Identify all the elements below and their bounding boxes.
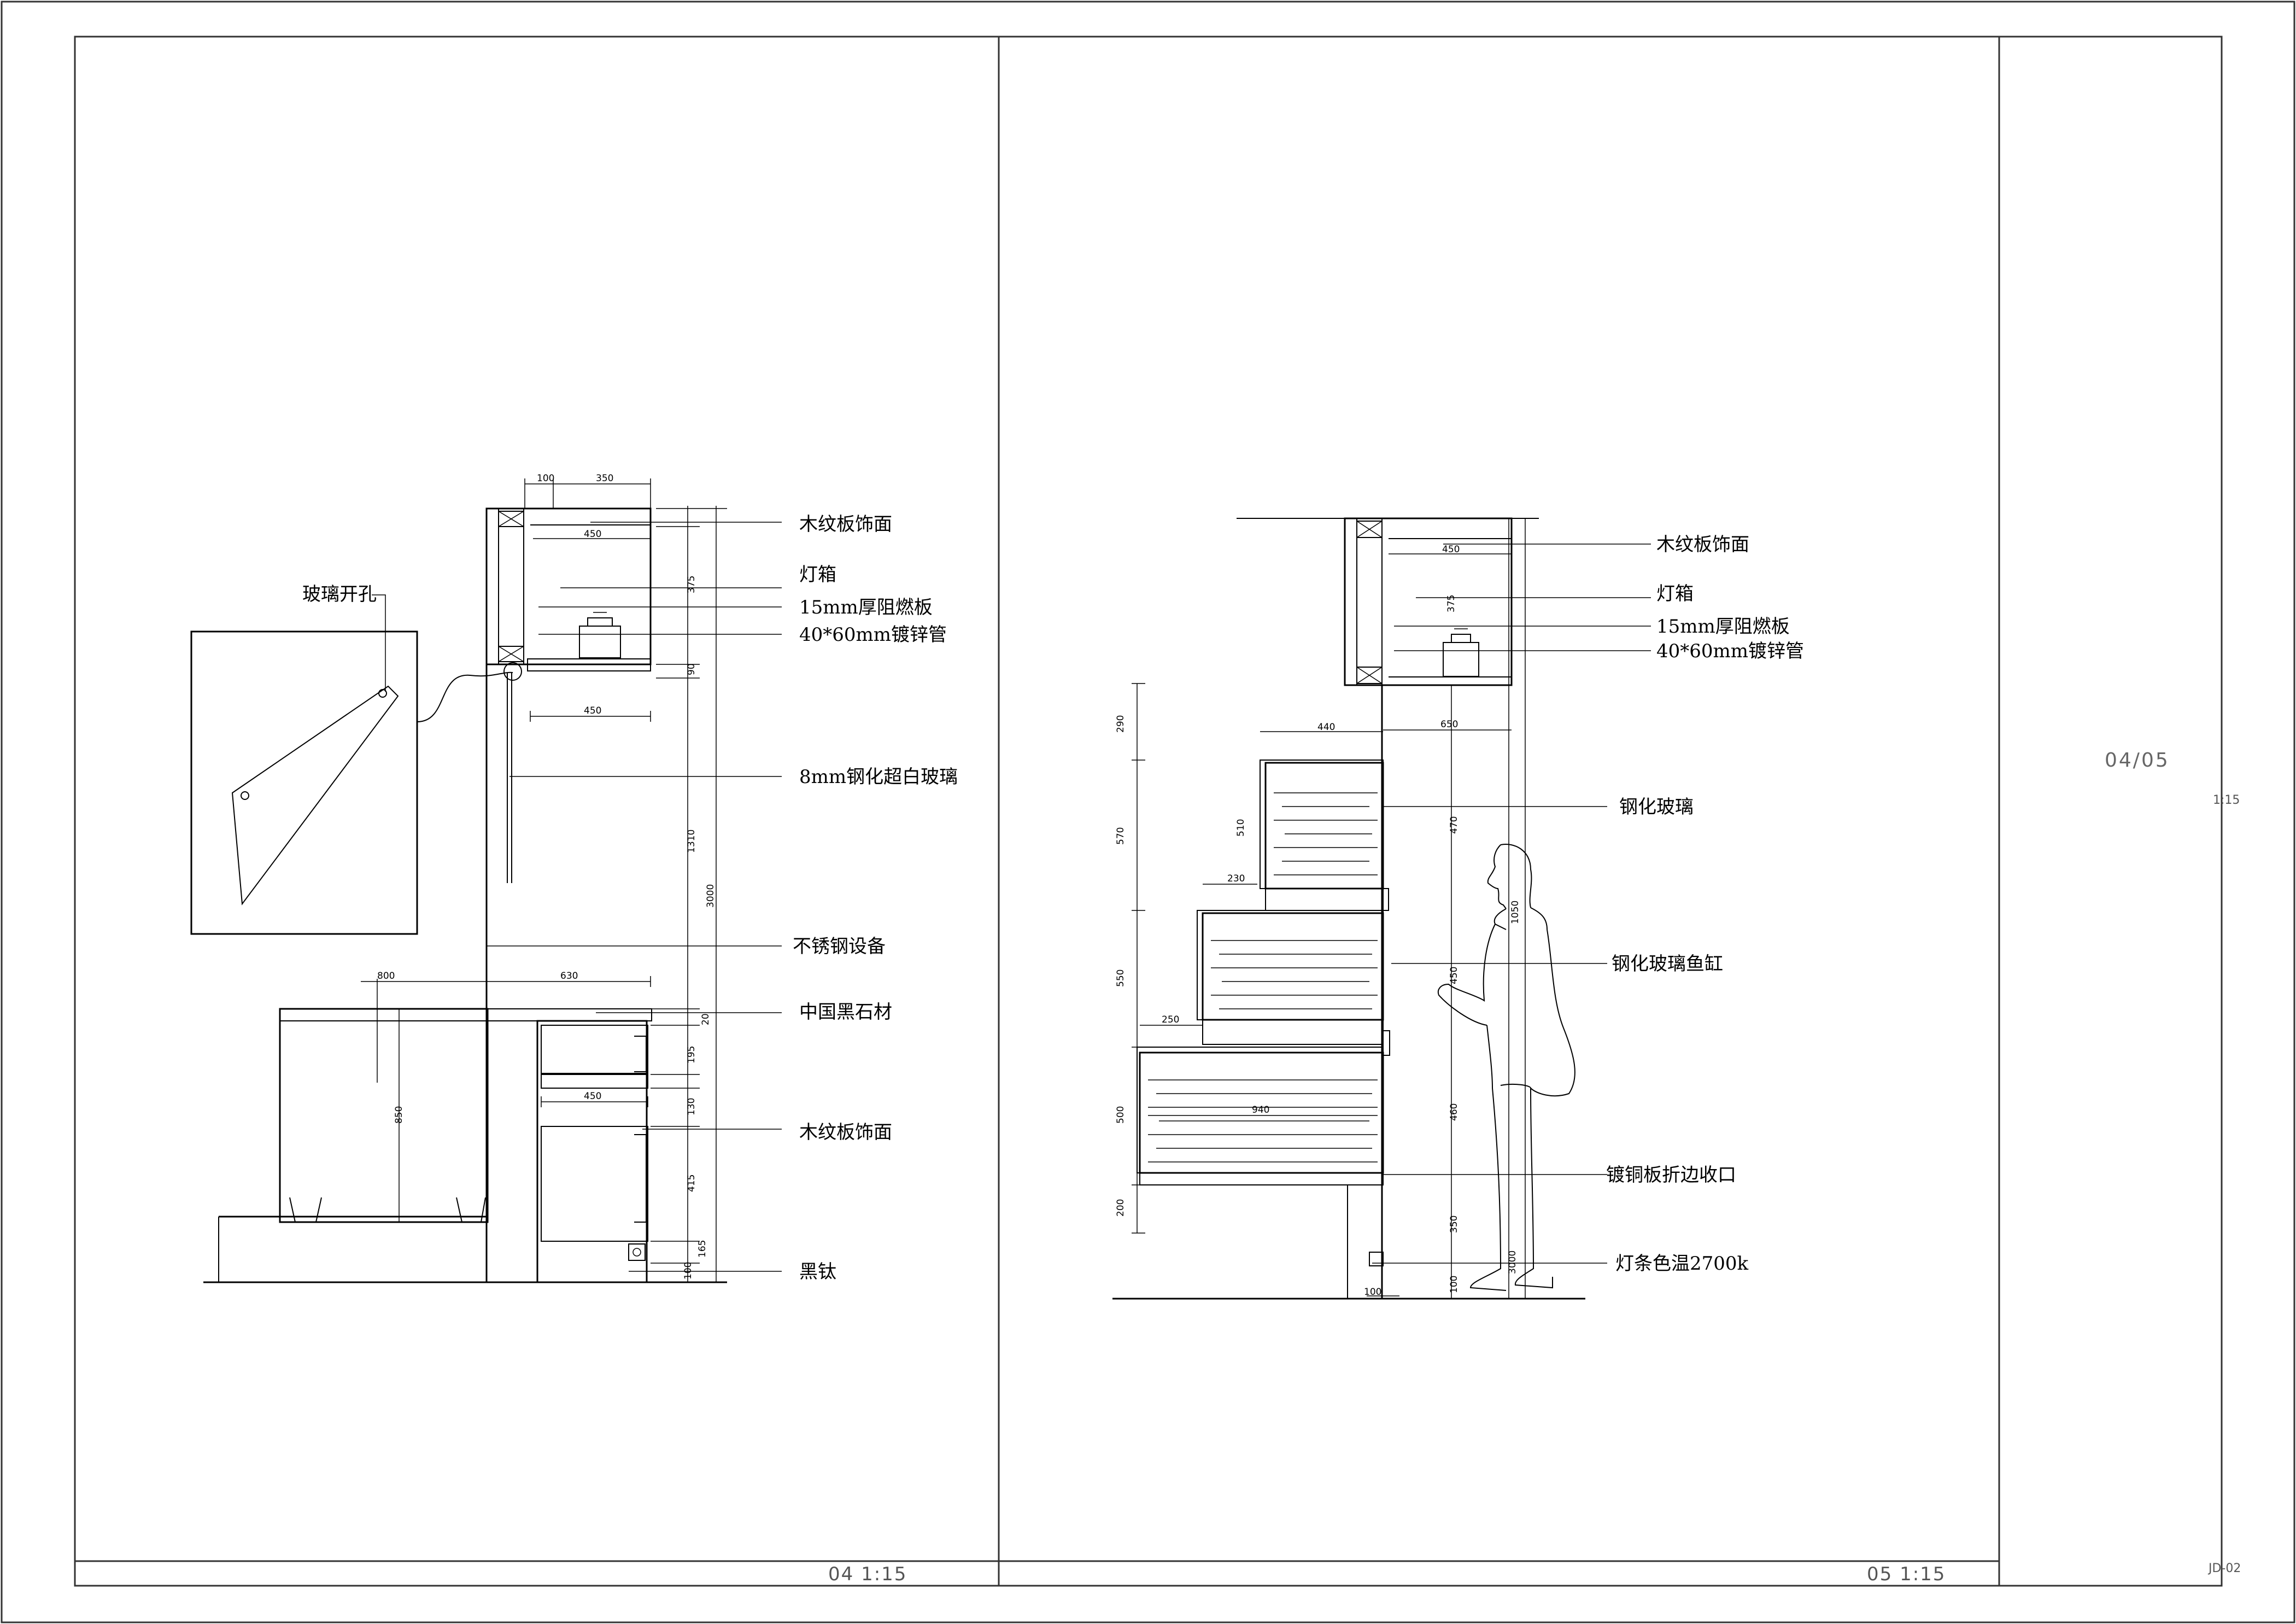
d04-dim: 20 xyxy=(700,1013,711,1025)
d05-dim: 510 xyxy=(1235,819,1246,837)
d04-dim: 450 xyxy=(584,705,601,716)
d04-callout-steel-tube: 40*60mm镀锌管 xyxy=(799,624,947,646)
d05-callout-fish-tank: 钢化玻璃鱼缸 xyxy=(1612,953,1723,975)
d04-callout-glass-hole: 玻璃开孔 xyxy=(302,583,377,605)
d04-callout-tempered-glass: 8mm钢化超白玻璃 xyxy=(799,766,958,788)
d04-dim: 195 xyxy=(686,1046,697,1064)
d04-callout-light-box: 灯箱 xyxy=(799,564,836,586)
detail-05-leaders xyxy=(1372,544,1651,1264)
d05-dim: 375 xyxy=(1446,595,1457,612)
d04-callout-wood-veneer-top: 木纹板饰面 xyxy=(799,513,892,535)
d05-callout-light-strip: 灯条色温2700k xyxy=(1615,1253,1749,1275)
d05-dim: 100 xyxy=(1449,1276,1460,1293)
d04-dim: 450 xyxy=(584,1091,601,1102)
d04-callout-stainless: 不锈钢设备 xyxy=(793,936,886,957)
detail-05-drawing xyxy=(1112,517,1585,1300)
d05-dim: 440 xyxy=(1317,722,1335,733)
side-scale: 1:15 xyxy=(2213,793,2240,807)
d05-callout-copper-edge: 镀铜板折边收口 xyxy=(1606,1164,1736,1186)
d04-callout-fire-board: 15mm厚阻燃板 xyxy=(799,597,933,618)
d04-callout-black-stone: 中国黑石材 xyxy=(799,1001,892,1023)
human-figure xyxy=(1438,844,1575,1291)
d05-dim: 450 xyxy=(1442,544,1460,555)
d05-dim: 650 xyxy=(1440,719,1458,730)
detail-04-caption: 04 1:15 xyxy=(828,1563,907,1585)
d05-callout-steel-tube: 40*60mm镀锌管 xyxy=(1656,640,1804,662)
d04-dim: 800 xyxy=(377,971,395,982)
d04-dim: 90 xyxy=(686,663,697,675)
d04-dim: 165 xyxy=(697,1240,708,1258)
d04-dim: 100 xyxy=(683,1262,694,1280)
d05-dim: 1050 xyxy=(1510,901,1521,924)
d04-dim: 1310 xyxy=(686,829,697,853)
d04-dim: 350 xyxy=(596,473,613,484)
d05-dim: 230 xyxy=(1227,873,1245,884)
d04-dim: 130 xyxy=(686,1098,697,1115)
detail-04-drawing xyxy=(190,478,727,1283)
d05-callout-wood-veneer: 木纹板饰面 xyxy=(1656,534,1749,556)
d04-dim: 450 xyxy=(584,529,601,540)
d04-callout-black-titanium: 黑钛 xyxy=(799,1261,836,1283)
d05-dim: 250 xyxy=(1162,1014,1179,1025)
d04-dim: 850 xyxy=(394,1106,405,1124)
d05-dim: 350 xyxy=(1449,1216,1460,1233)
d05-callout-tempered-glass: 钢化玻璃 xyxy=(1619,796,1694,818)
detail-05-caption: 05 1:15 xyxy=(1867,1563,1946,1585)
d04-dim: 3000 xyxy=(705,884,716,908)
d05-dim: 100 xyxy=(1364,1287,1381,1298)
d04-callout-wood-veneer-low: 木纹板饰面 xyxy=(799,1121,892,1143)
side-title: 04/05 xyxy=(2105,749,2170,772)
detail-04-leaders xyxy=(487,522,782,1272)
d05-dim: 200 xyxy=(1115,1199,1126,1217)
drawing-number: JD-02 xyxy=(2207,1562,2241,1575)
d05-dim: 290 xyxy=(1115,715,1126,733)
d05-dim: 570 xyxy=(1115,827,1126,845)
d04-dim: 375 xyxy=(686,576,697,593)
d05-dim: 470 xyxy=(1449,816,1460,834)
d05-dim: 3000 xyxy=(1507,1251,1518,1274)
d05-dim: 550 xyxy=(1115,969,1126,987)
d05-callout-fire-board: 15mm厚阻燃板 xyxy=(1656,616,1790,638)
d04-dim: 100 xyxy=(537,473,554,484)
d05-callout-light-box: 灯箱 xyxy=(1656,583,1694,605)
d04-dim: 630 xyxy=(560,971,578,982)
d05-dim: 500 xyxy=(1115,1106,1126,1124)
d05-dim: 940 xyxy=(1252,1105,1269,1115)
d05-dim: 460 xyxy=(1449,1103,1460,1121)
d04-dim: 415 xyxy=(686,1175,697,1192)
d05-dim: 450 xyxy=(1449,967,1460,984)
